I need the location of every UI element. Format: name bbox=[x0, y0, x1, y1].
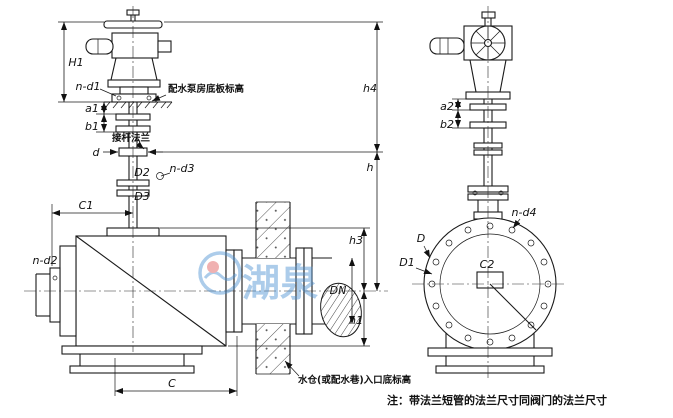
dim-label-h3: h3 bbox=[349, 234, 363, 247]
concrete-wall-section bbox=[255, 201, 291, 375]
note-pump-floor-text: 配水泵房底板标高 bbox=[168, 83, 245, 95]
watermark-logo-icon bbox=[198, 251, 242, 295]
dimension-h-h4: h4 h bbox=[148, 21, 383, 291]
dimension-n-d4: n-d4 bbox=[512, 206, 537, 229]
dim-label-n-d1: n-d1 bbox=[76, 80, 101, 93]
dimension-D: D bbox=[417, 232, 431, 259]
flange-bolt-holes bbox=[428, 222, 552, 346]
watermark: 湖泉 bbox=[198, 251, 318, 305]
bolt-hole-marker bbox=[52, 275, 58, 281]
note-rod-flange-text: 接杆法兰 bbox=[112, 132, 151, 144]
dim-label-D3: D3 bbox=[134, 190, 149, 203]
dimension-D2-D3: D2 n-d3 D3 bbox=[134, 162, 194, 203]
dim-label-b2: b2 bbox=[440, 118, 454, 131]
dimension-n-d1: n-d1 bbox=[76, 80, 117, 97]
dim-label-b1: b1 bbox=[85, 120, 99, 133]
valve-body-side bbox=[423, 217, 557, 374]
dimension-a2-b2: a2 b2 bbox=[440, 98, 470, 131]
dim-label-C2: C2 bbox=[480, 258, 495, 271]
note-sump-inlet: 水仓(或配水巷)入口底标高 bbox=[284, 360, 412, 386]
valve-body-front bbox=[35, 227, 227, 374]
dim-label-n-d4: n-d4 bbox=[512, 206, 537, 219]
dim-label-H1: H1 bbox=[68, 56, 83, 69]
dimension-h3-h1: h3 h1 bbox=[160, 227, 370, 347]
dim-label-h1: h1 bbox=[349, 314, 363, 327]
dim-label-d: d bbox=[93, 146, 101, 159]
floor-slab-line bbox=[104, 101, 173, 109]
dim-label-D: D bbox=[417, 232, 425, 245]
electric-actuator-side bbox=[429, 11, 513, 100]
dim-label-h: h bbox=[367, 161, 374, 174]
dim-label-C: C bbox=[168, 377, 176, 390]
dim-label-a2: a2 bbox=[440, 100, 454, 113]
dim-label-n-d2: n-d2 bbox=[33, 254, 58, 267]
dimension-D1: D1 bbox=[399, 256, 433, 275]
dim-label-D1: D1 bbox=[399, 256, 414, 269]
dim-label-h4: h4 bbox=[363, 82, 377, 95]
dimension-C1: C1 bbox=[51, 199, 133, 266]
front-view: H1 n-d1 a1 b1 d 接杆法兰 D2 bbox=[24, 6, 412, 396]
dimension-C: C bbox=[114, 336, 238, 396]
dimension-H1: H1 bbox=[58, 21, 104, 103]
bolt-hole-marker bbox=[156, 172, 164, 180]
dim-label-a1: a1 bbox=[85, 102, 99, 115]
note-flange-dimensions: 注：带法兰短管的法兰尺寸同阀门的法兰尺寸 bbox=[387, 393, 607, 407]
dim-label-n-d3: n-d3 bbox=[170, 162, 195, 175]
dim-label-D2: D2 bbox=[134, 166, 149, 179]
note-rod-flange: 接杆法兰 bbox=[112, 132, 151, 150]
dim-label-C1: C1 bbox=[79, 199, 94, 212]
side-view: a2 b2 n-d4 D D1 C2 bbox=[399, 6, 566, 380]
dim-label-DN: DN bbox=[330, 284, 347, 297]
note-pump-floor: 配水泵房底板标高 bbox=[151, 83, 245, 102]
dimension-C2: C2 bbox=[480, 258, 495, 271]
dimension-n-d2: n-d2 bbox=[33, 254, 58, 267]
watermark-text: 湖泉 bbox=[242, 261, 318, 305]
dimension-a1-b1: a1 b1 bbox=[85, 102, 116, 133]
note-sump-inlet-text: 水仓(或配水巷)入口底标高 bbox=[298, 374, 412, 386]
